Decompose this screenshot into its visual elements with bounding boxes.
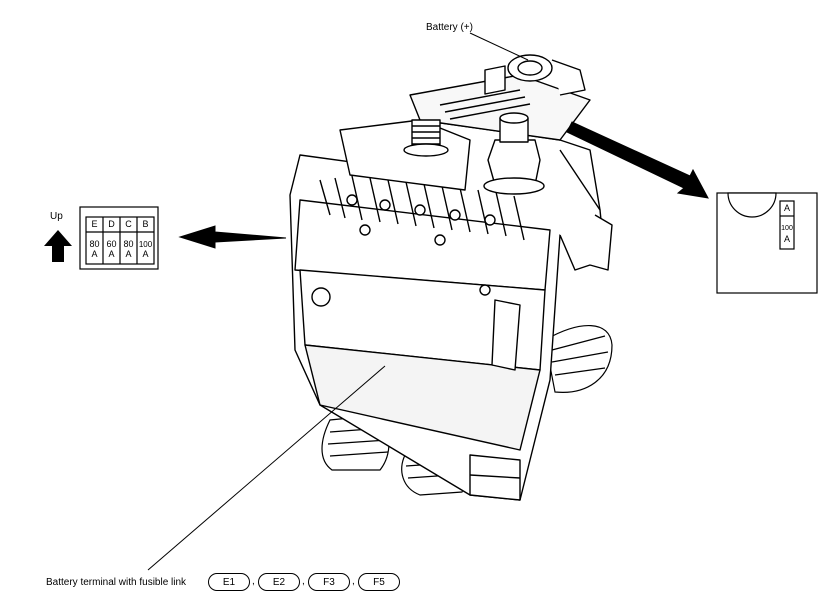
arrow-to-left-panel: [178, 225, 287, 249]
fuse-unit: A: [108, 249, 115, 259]
up-label: Up: [50, 211, 63, 222]
fuse-letter: E: [91, 219, 98, 229]
left-fuse-panel-frame: [79, 206, 159, 270]
fuse-unit: A: [142, 249, 149, 259]
fuse-unit: A: [125, 249, 132, 259]
arrow-to-right-panel: [566, 121, 709, 199]
leader-battery-positive: [469, 32, 529, 61]
fuse-letter: B: [142, 219, 149, 229]
connector-f5: F5: [358, 573, 400, 591]
fuse-rating: 100: [138, 240, 153, 249]
connector-e1: E1: [208, 573, 250, 591]
fuse-unit: A: [91, 249, 98, 259]
terminal-caption: Battery terminal with fusible link: [46, 577, 187, 588]
up-arrow-icon: [44, 230, 72, 262]
terminal-body: [289, 54, 613, 501]
fuse-rating: 100: [781, 225, 793, 232]
fuse-rating: 80: [89, 239, 100, 249]
cable-side: [544, 325, 613, 393]
connector-f3: F3: [308, 573, 350, 591]
leader-terminal: [147, 365, 386, 571]
battery-positive-label: Battery (+): [426, 22, 473, 33]
separator: ,: [302, 576, 305, 587]
fuse-letter: D: [108, 219, 115, 229]
connector-e2: E2: [258, 573, 300, 591]
separator: ,: [352, 576, 355, 587]
fuse-rating: 80: [123, 239, 134, 249]
fuse-rating: 60: [106, 239, 117, 249]
separator: ,: [252, 576, 255, 587]
fuse-letter: C: [125, 219, 132, 229]
right-fuse-panel-frame: [716, 192, 818, 294]
fuse-letter: A: [783, 203, 790, 213]
fuse-unit: A: [783, 234, 790, 244]
